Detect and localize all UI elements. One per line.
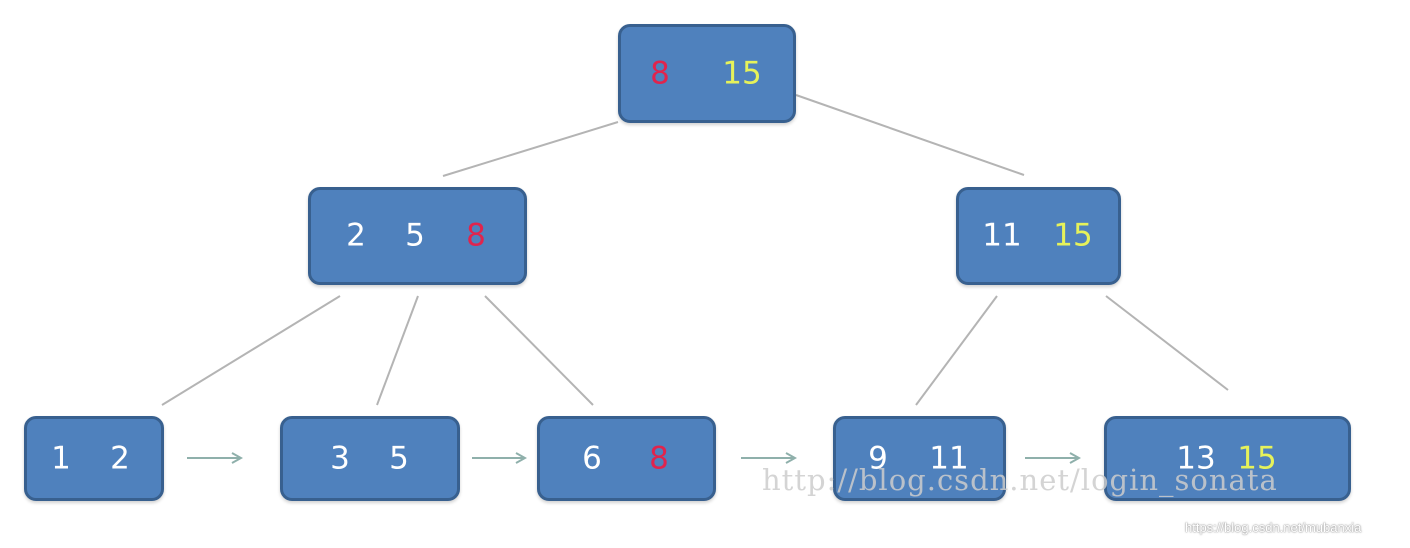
- node-key: 2: [110, 440, 130, 476]
- node-key: 9: [868, 440, 888, 476]
- node-key: 5: [405, 217, 425, 254]
- edge-internal-left-to-leaf-1: [161, 295, 341, 406]
- node-key: 6: [582, 440, 602, 476]
- edge-internal-right-to-leaf-5: [1105, 295, 1229, 391]
- edge-internal-left-to-leaf-3: [484, 295, 594, 406]
- node-key: 15: [1053, 217, 1093, 254]
- node-key: 1: [51, 440, 71, 476]
- node-key: 11: [982, 217, 1022, 254]
- node-internal-left: 2 5 8: [308, 187, 527, 285]
- node-key: 11: [929, 440, 969, 476]
- watermark-corner: https://blog.csdn.net/mubanxia: [1185, 520, 1362, 535]
- node-key: 8: [466, 217, 486, 254]
- node-leaf-5: 13 15: [1104, 416, 1351, 501]
- node-key: 8: [649, 440, 669, 476]
- node-key: 8: [650, 55, 670, 91]
- watermark-overlay: http://blog.csdn.net/login_sonata: [762, 463, 1278, 497]
- node-key: 13: [1176, 440, 1216, 476]
- node-key: 15: [1237, 440, 1277, 476]
- edge-internal-left-to-leaf-2: [376, 295, 419, 406]
- edge-internal-right-to-leaf-4: [915, 295, 998, 406]
- node-key: 15: [722, 55, 762, 91]
- node-internal-right: 11 15: [956, 187, 1121, 285]
- node-root: 8 15: [618, 24, 796, 123]
- node-key: 3: [330, 440, 350, 476]
- node-key: 5: [389, 440, 409, 476]
- edge-root-to-internal-right: [795, 94, 1025, 176]
- node-leaf-4: 9 11: [833, 416, 1006, 501]
- edge-root-to-internal-left: [442, 121, 619, 177]
- node-key: 2: [346, 217, 366, 254]
